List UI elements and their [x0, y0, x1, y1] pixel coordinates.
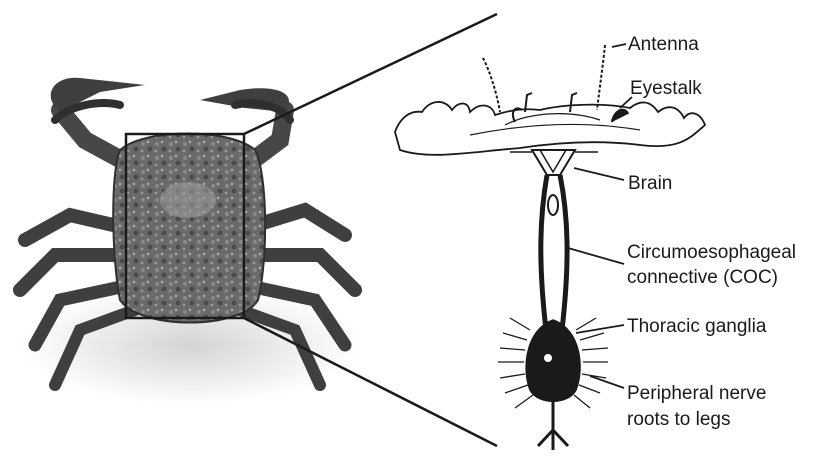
leader-antenna — [612, 44, 626, 47]
antenna-left — [483, 58, 500, 112]
label-antenna: Antenna — [628, 33, 699, 56]
carapace-marking — [160, 182, 216, 218]
label-coc-line1: Circumoesophageal — [627, 241, 796, 264]
label-peripheral-line1: Peripheral nerve — [627, 382, 766, 405]
carapace-outline — [395, 102, 705, 155]
abdominal-nerve — [538, 400, 568, 450]
coc-right — [560, 175, 567, 330]
leader-peripheral — [590, 376, 624, 388]
antenna-right — [597, 45, 605, 110]
oesophagus-opening — [548, 195, 558, 215]
label-thoracic-ganglia: Thoracic ganglia — [627, 315, 766, 338]
leader-brain — [574, 168, 624, 180]
label-eyestalk: Eyestalk — [630, 77, 702, 100]
label-peripheral-line2: roots to legs — [627, 408, 731, 431]
label-brain: Brain — [628, 172, 672, 195]
thoracic-ganglia-shape — [526, 320, 580, 401]
label-coc-line2: connective (COC) — [627, 266, 778, 289]
leader-coc — [568, 248, 624, 264]
leader-lines — [568, 44, 632, 388]
ganglia-spot — [544, 354, 552, 362]
crab-illustration — [20, 78, 360, 405]
coc-left — [541, 175, 547, 330]
crab-carapace — [113, 134, 265, 323]
